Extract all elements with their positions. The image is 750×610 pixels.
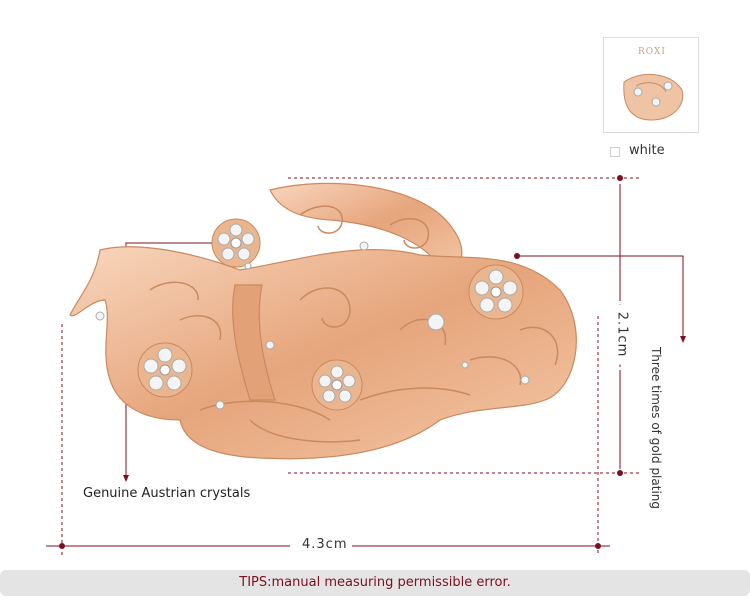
width-dimension-label: 4.3cm <box>298 537 352 552</box>
product-thumbnail[interactable]: ROXI <box>603 37 699 133</box>
tips-bar: TIPS:manual measuring permissible error. <box>0 570 750 596</box>
color-swatch-white[interactable] <box>610 147 620 157</box>
flower-crystals <box>95 218 530 411</box>
tips-text: TIPS:manual measuring permissible error. <box>239 575 511 590</box>
height-dimension: 2.1cm <box>608 304 636 365</box>
crystals-annotation: Genuine Austrian crystals <box>83 486 251 501</box>
filigree-swirls <box>149 205 559 443</box>
thumbnail-brand-logo: ROXI <box>638 47 666 57</box>
height-dimension-label: 2.1cm <box>614 304 630 365</box>
thumbnail-ring-image <box>623 73 684 121</box>
color-option-label: white <box>629 143 665 158</box>
plating-annotation: Three times of gold plating <box>649 346 663 510</box>
dimension-arrows <box>46 186 621 547</box>
